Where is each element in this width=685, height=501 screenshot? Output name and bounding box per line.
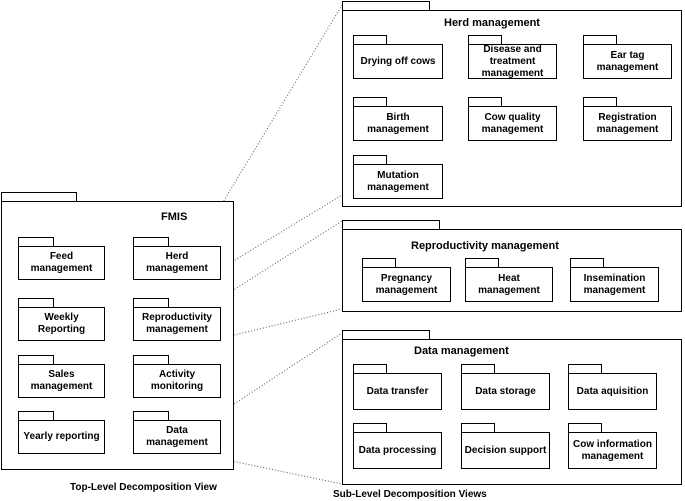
data-item-transfer: Data transfer	[353, 364, 442, 410]
fmis-item-activity: Activity monitoring	[133, 355, 221, 398]
data-item-decision-support: Decision support	[461, 423, 550, 469]
connector-repro-top	[198, 220, 343, 313]
herd-item-mutation: Mutation management	[353, 155, 443, 199]
herd-item-ear-tag: Ear tag management	[583, 35, 672, 79]
herd-title: Herd management	[444, 17, 540, 29]
fmis-item-yearly-reporting: Yearly reporting	[18, 411, 105, 454]
fmis-title: FMIS	[161, 211, 188, 223]
fmis-item-weekly-reporting: Weekly Reporting	[18, 298, 105, 341]
data-item-aquisition: Data aquisition	[568, 364, 657, 410]
reproductivity-title: Reproductivity management	[411, 240, 559, 252]
connector-herd-top	[198, 4, 343, 243]
repro-item-pregnancy: Pregnancy management	[362, 258, 451, 302]
repro-item-insemination: Insemination management	[570, 258, 659, 302]
connector-repro-bottom	[221, 308, 343, 339]
herd-item-drying-off: Drying off cows	[353, 35, 443, 79]
fmis-item-data: Data management	[133, 411, 221, 454]
fmis-package-tab	[1, 192, 77, 203]
fmis-item-herd: Herd management	[133, 237, 221, 280]
herd-package-tab	[342, 1, 430, 12]
data-title: Data management	[414, 345, 509, 357]
fmis-item-sales: Sales management	[18, 355, 105, 398]
connector-data-bottom	[221, 458, 343, 485]
herd-item-cow-quality: Cow quality management	[468, 97, 557, 141]
data-package-tab	[342, 330, 430, 341]
data-item-processing: Data processing	[353, 423, 442, 469]
caption-top-level: Top-Level Decomposition View	[70, 482, 217, 493]
caption-sub-level: Sub-Level Decomposition Views	[333, 489, 487, 500]
data-item-storage: Data storage	[461, 364, 550, 410]
fmis-item-reproductivity: Reproductivity management	[133, 298, 221, 341]
connector-herd-bottom	[221, 194, 343, 269]
herd-item-registration: Registration management	[583, 97, 672, 141]
herd-item-disease: Disease and treatment management	[468, 35, 557, 79]
fmis-item-feed: Feed management	[18, 237, 105, 280]
herd-item-birth: Birth management	[353, 97, 443, 141]
repro-item-heat: Heat management	[465, 258, 553, 302]
data-item-cow-information: Cow information management	[568, 423, 657, 469]
reproductivity-package-tab	[342, 220, 440, 231]
